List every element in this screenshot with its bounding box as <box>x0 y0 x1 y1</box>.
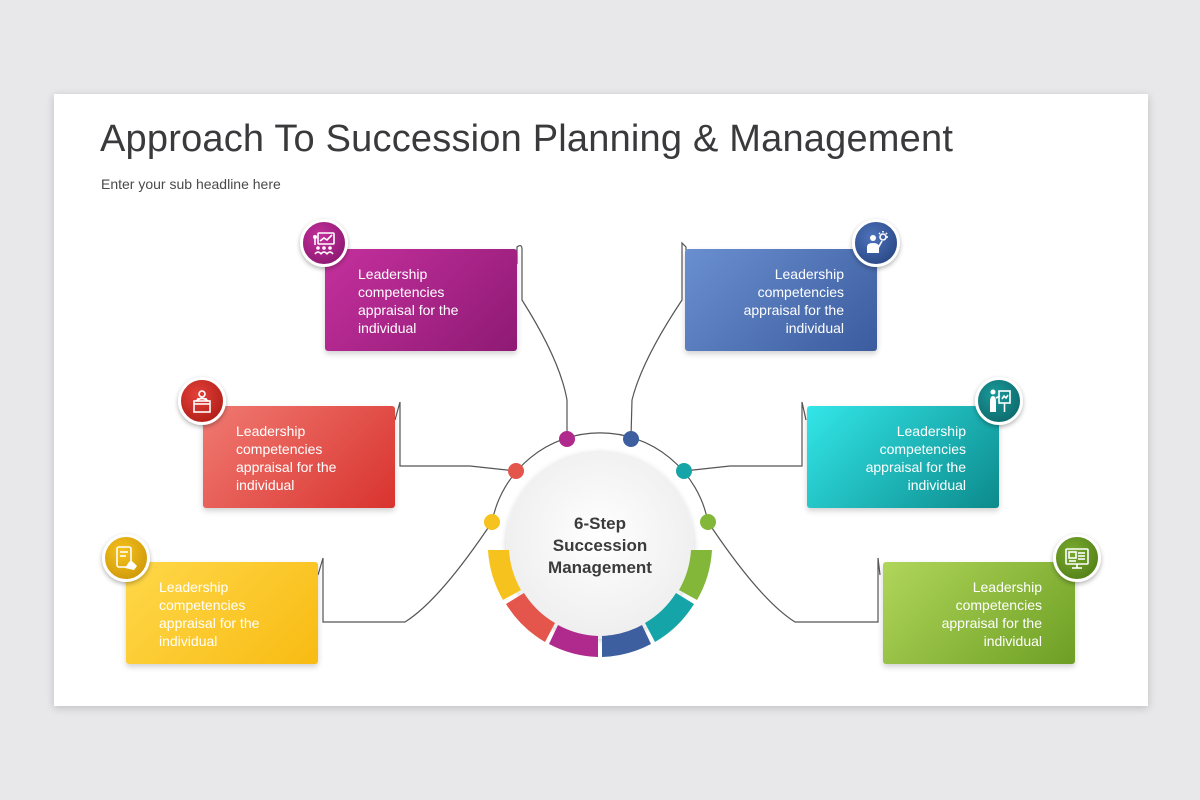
step-card-5-text: Leadership competencies appraisal for th… <box>159 579 260 649</box>
step-card-2-text: Leadership competencies appraisal for th… <box>743 266 844 336</box>
dot-yellow <box>484 514 500 530</box>
step-card-1: Leadership competencies appraisal for th… <box>325 249 517 351</box>
ring-segment-blue <box>602 625 651 657</box>
hub-label-line-3: Management <box>548 558 652 577</box>
hub-label-line-2: Succession <box>552 536 648 555</box>
ring-segment-green <box>679 550 712 600</box>
connector-step-3 <box>394 401 517 472</box>
ring-segment-red <box>506 593 555 642</box>
step-card-4-text: Leadership competencies appraisal for th… <box>865 423 966 493</box>
connector-lines <box>317 241 881 623</box>
dot-green <box>700 514 716 530</box>
idea-person-icon <box>852 219 900 267</box>
step-card-4: Leadership competencies appraisal for th… <box>807 406 999 508</box>
hub-label: 6-Step Succession Management <box>515 513 685 579</box>
connector-step-5 <box>317 521 493 623</box>
monitor-chart-icon <box>1053 534 1101 582</box>
connector-step-2 <box>630 241 687 438</box>
step-card-5: Leadership competencies appraisal for th… <box>126 562 318 664</box>
presenter-board-icon <box>975 377 1023 425</box>
step-card-3: Leadership competencies appraisal for th… <box>203 406 395 508</box>
connector-step-4 <box>683 401 807 472</box>
step-card-6: Leadership competencies appraisal for th… <box>883 562 1075 664</box>
ring-segment-yellow <box>488 550 521 600</box>
connector-step-6 <box>707 521 881 623</box>
presentation-audience-icon <box>300 219 348 267</box>
dot-blue <box>623 431 639 447</box>
ring-segment-magenta <box>549 625 598 657</box>
connector-dots <box>484 431 716 530</box>
tablet-hand-icon <box>102 534 150 582</box>
podium-speaker-icon <box>178 377 226 425</box>
slide-title: Approach To Succession Planning & Manage… <box>100 118 954 160</box>
step-card-2: Leadership competencies appraisal for th… <box>685 249 877 351</box>
hub-label-line-1: 6-Step <box>574 514 626 533</box>
hub-outer-arc <box>491 432 709 523</box>
hub-circle <box>506 451 694 639</box>
slide-subtitle: Enter your sub headline here <box>101 176 281 192</box>
hub-ring-segments <box>488 550 712 657</box>
dot-red <box>508 463 524 479</box>
step-card-6-text: Leadership competencies appraisal for th… <box>941 579 1042 649</box>
dot-magenta <box>559 431 575 447</box>
step-card-1-text: Leadership competencies appraisal for th… <box>358 266 459 336</box>
connector-step-1 <box>516 244 568 437</box>
step-card-3-text: Leadership competencies appraisal for th… <box>236 423 337 493</box>
dot-teal <box>676 463 692 479</box>
ring-segment-teal <box>645 593 694 642</box>
